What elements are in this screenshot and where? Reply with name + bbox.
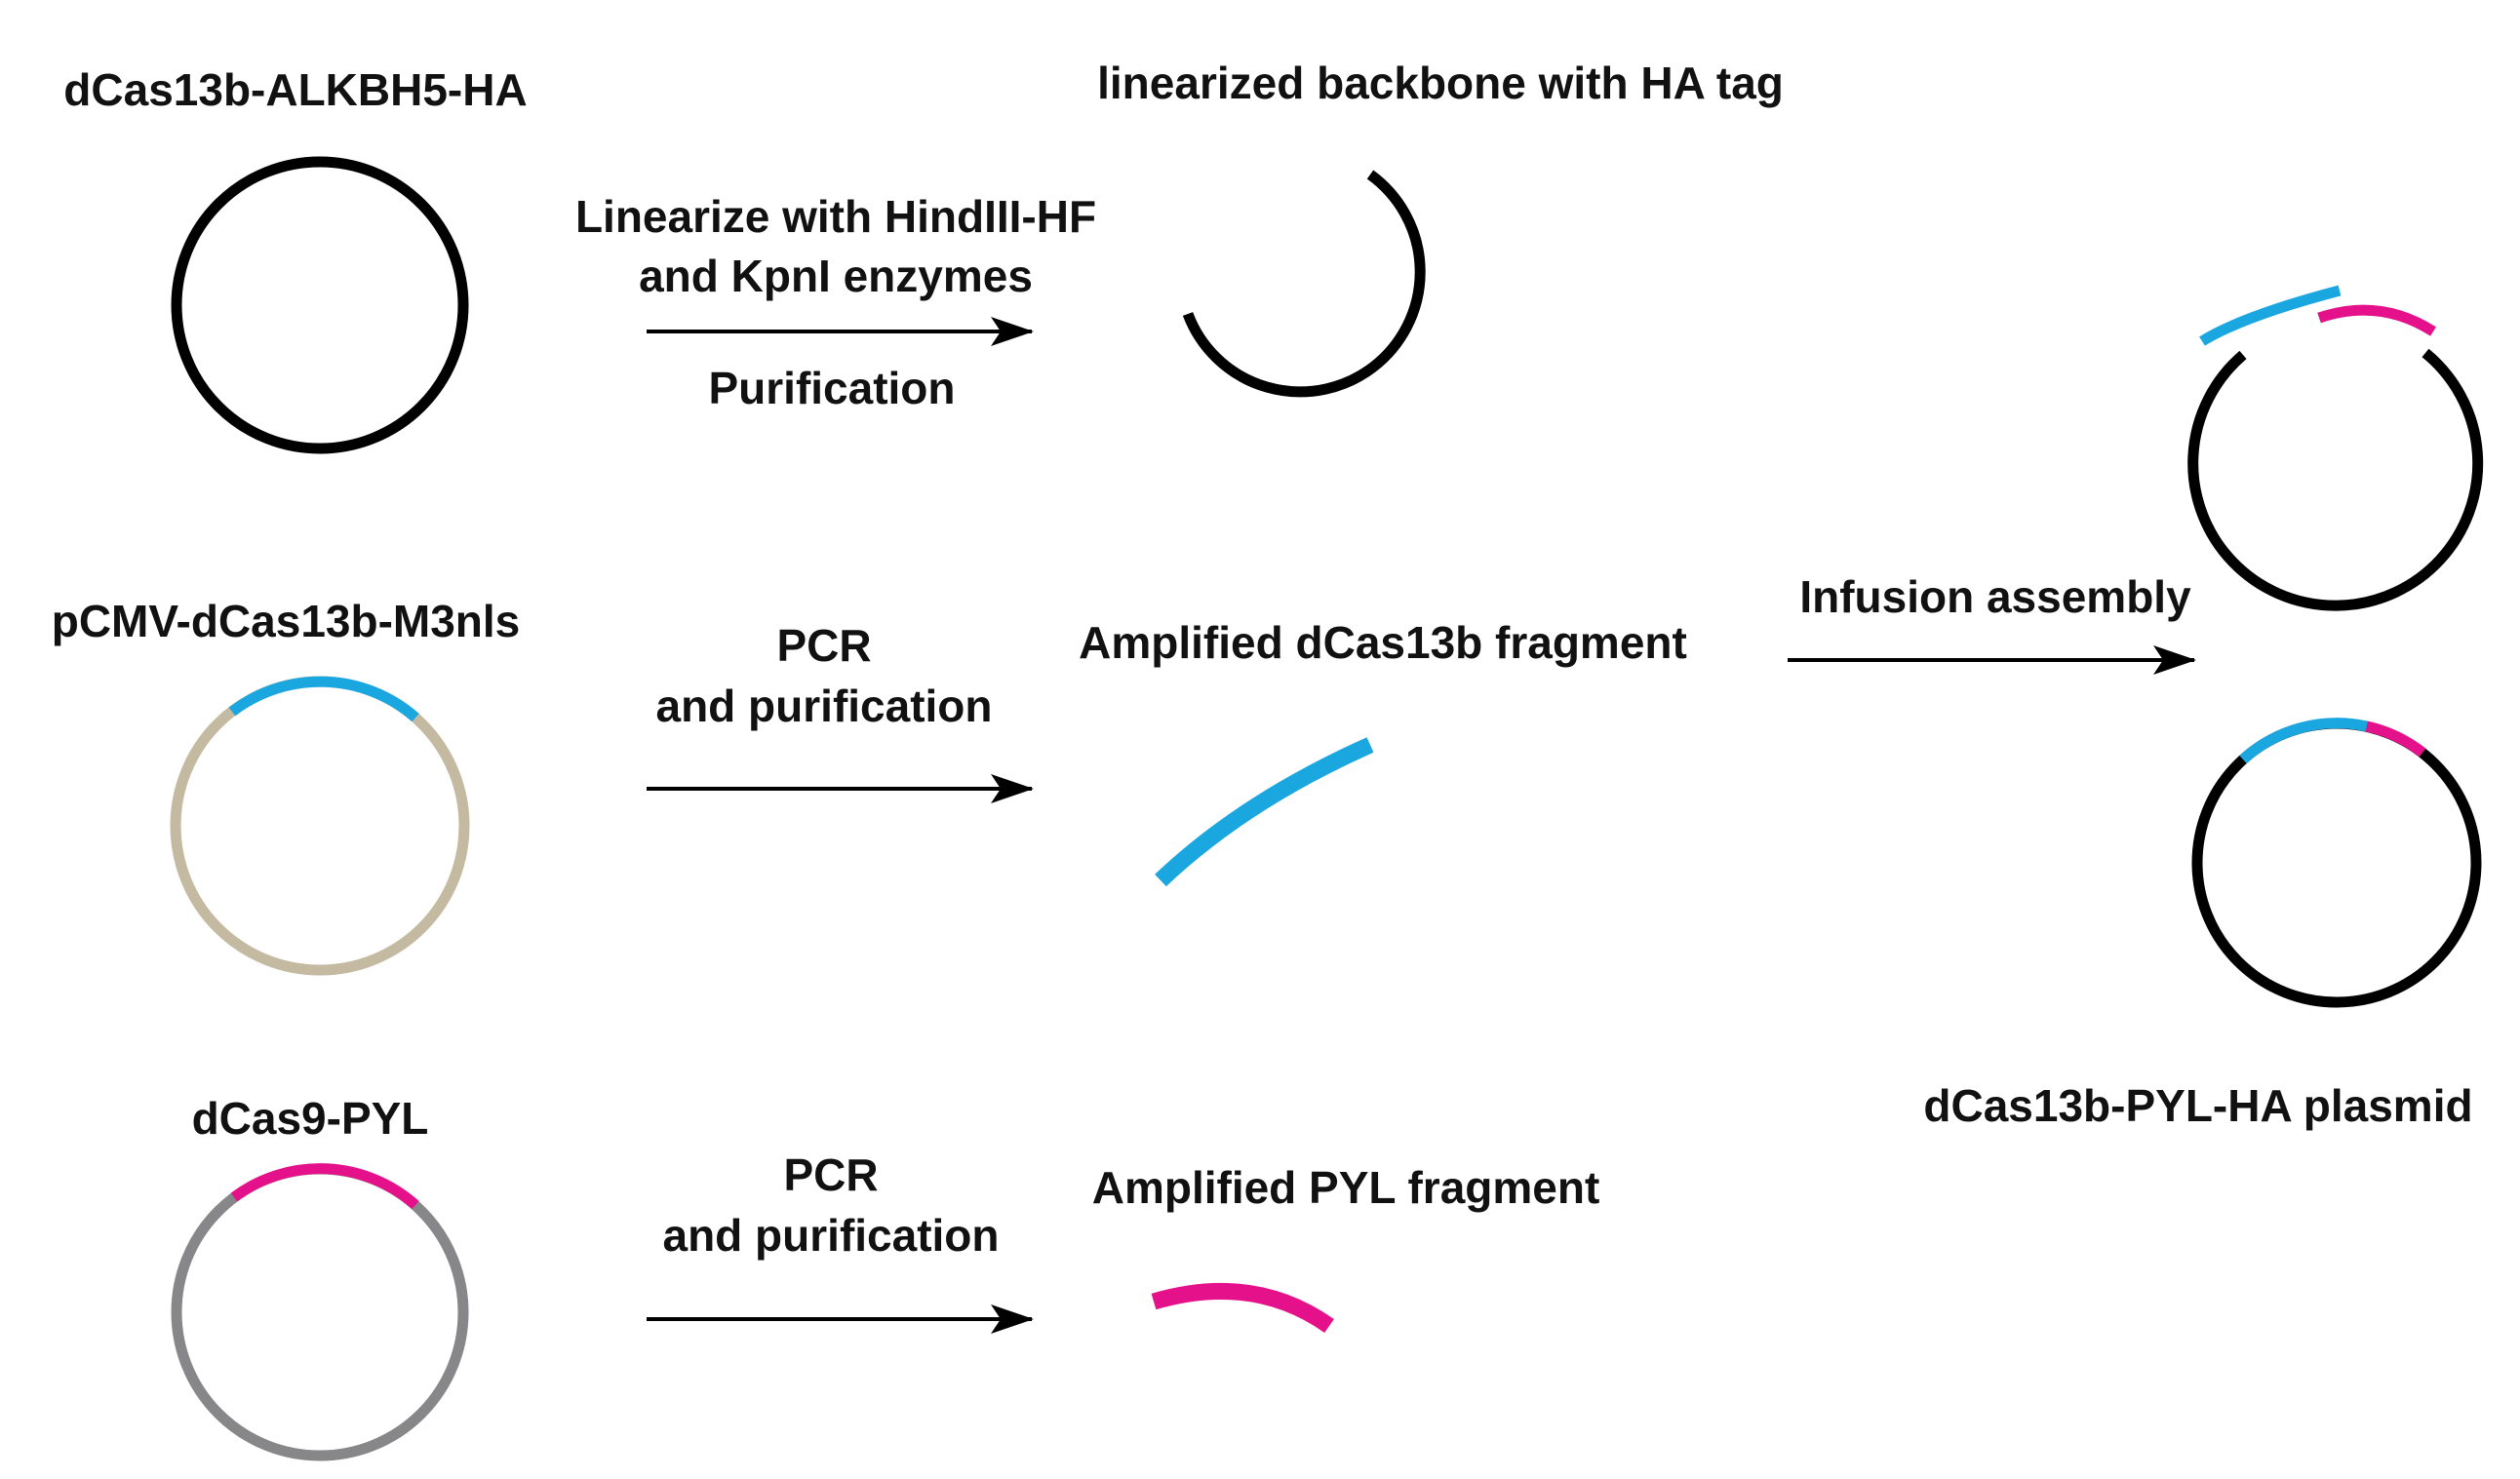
- pyl-fragment: [1151, 1282, 1334, 1333]
- final-plasmid-circle: [2191, 718, 2482, 1008]
- assembly-dcas13b-fragment: [2199, 285, 2342, 346]
- step-pcr2-line2: and purification: [663, 1210, 1000, 1261]
- plasmid-label-pyl: dCas9-PYL: [192, 1093, 429, 1144]
- plasmid-circle-pyl: [171, 1163, 469, 1461]
- assembly-backbone-arc: [2187, 348, 2484, 611]
- step-pcr2-line1: PCR: [783, 1149, 878, 1200]
- step-infusion: Infusion assembly: [1799, 571, 2191, 622]
- product-label-dcas13b-fragment: Amplified dCas13b fragment: [1079, 617, 1687, 668]
- step-linearize-line2: and KpnI enzymes: [639, 251, 1033, 301]
- plasmid-label-alkbh5: dCas13b-ALKBH5-HA: [63, 64, 527, 115]
- step-pcr1-line2: and purification: [656, 681, 993, 731]
- plasmid-label-m3nls: pCMV-dCas13b-M3nls: [52, 596, 521, 646]
- product-label-pyl-fragment: Amplified PYL fragment: [1092, 1162, 1600, 1213]
- dcas13b-fragment: [1155, 737, 1374, 887]
- plasmid-circle-alkbh5: [171, 156, 469, 454]
- product-label-backbone: linearized backbone with HA tag: [1097, 58, 1784, 108]
- step-pcr1-line1: PCR: [776, 620, 871, 671]
- plasmid-circle-m3nls: [170, 676, 470, 976]
- linearized-backbone-arc: [1182, 170, 1426, 398]
- step-purification: Purification: [708, 363, 955, 413]
- assembly-pyl-fragment: [2317, 304, 2436, 336]
- final-plasmid-dcas13b-segment: [2239, 718, 2369, 764]
- dcas13b-insert-segment: [228, 676, 419, 722]
- final-plasmid-pyl-segment: [2365, 720, 2426, 758]
- pyl-insert-segment: [230, 1163, 419, 1210]
- product-label-final-plasmid: dCas13b-PYL-HA plasmid: [1923, 1080, 2472, 1131]
- step-linearize-line1: Linearize with HindIII-HF: [575, 191, 1096, 242]
